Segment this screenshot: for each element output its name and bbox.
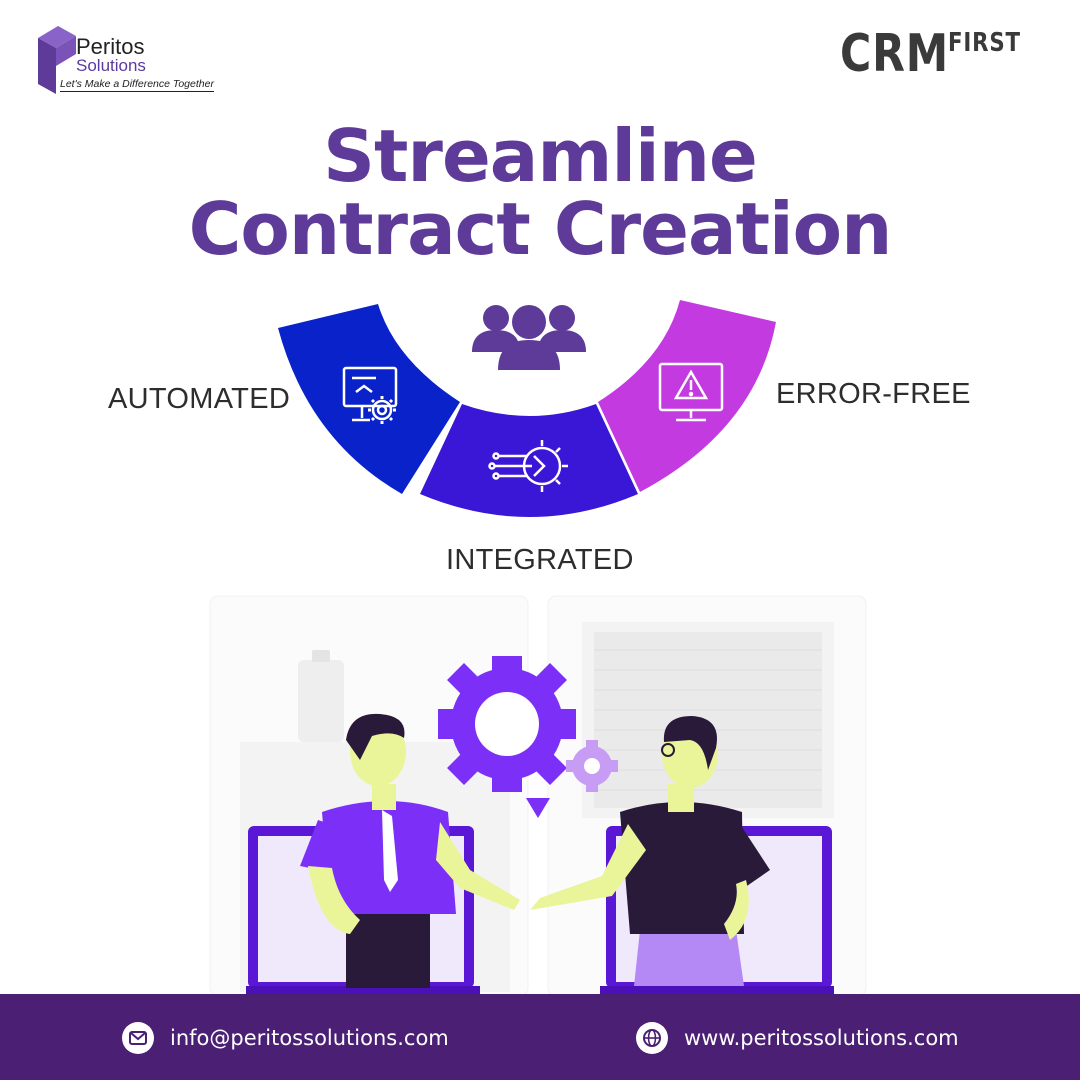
- gear-icon: [438, 656, 576, 792]
- segment-automated: [278, 304, 460, 494]
- crm-text: CRM: [840, 24, 950, 84]
- brand-tagline: Let's Make a Difference Together: [60, 78, 214, 92]
- email-text: info@peritossolutions.com: [170, 1026, 449, 1050]
- gear-circuit-icon: [488, 440, 568, 492]
- headline-line-2: Contract Creation: [188, 187, 893, 271]
- label-automated: AUTOMATED: [108, 383, 291, 415]
- globe-icon: [636, 1022, 668, 1054]
- person-left: [300, 713, 520, 988]
- contact-email[interactable]: info@peritossolutions.com: [122, 1022, 449, 1054]
- footer: info@peritossolutions.com www.peritossol…: [0, 994, 1080, 1080]
- mail-icon: [122, 1022, 154, 1054]
- contact-website[interactable]: www.peritossolutions.com: [636, 1022, 959, 1054]
- small-gear-icon: [566, 740, 618, 792]
- label-error-free: ERROR-FREE: [776, 378, 971, 410]
- person-right: [530, 716, 770, 986]
- peritos-logo: Peritos Solutions Let's Make a Differenc…: [36, 24, 236, 96]
- website-text: www.peritossolutions.com: [684, 1026, 959, 1050]
- team-icon: [472, 305, 586, 370]
- crm-first-logo: CRM FIRST: [840, 28, 1030, 86]
- segment-error-free: [598, 300, 776, 492]
- segment-integrated: [420, 404, 638, 517]
- first-text: FIRST: [948, 28, 1021, 58]
- monitor-warning-icon: [658, 362, 724, 422]
- brand-sub: Solutions: [76, 56, 146, 75]
- brand-name: Peritos: [76, 34, 145, 59]
- cube-logo-icon: [38, 26, 76, 94]
- monitor-gear-icon: [342, 366, 398, 424]
- window-blinds: [582, 622, 834, 818]
- arrow-down-icon: [526, 798, 550, 818]
- headline-line-1: Streamline: [323, 114, 758, 198]
- label-integrated: INTEGRATED: [446, 544, 634, 576]
